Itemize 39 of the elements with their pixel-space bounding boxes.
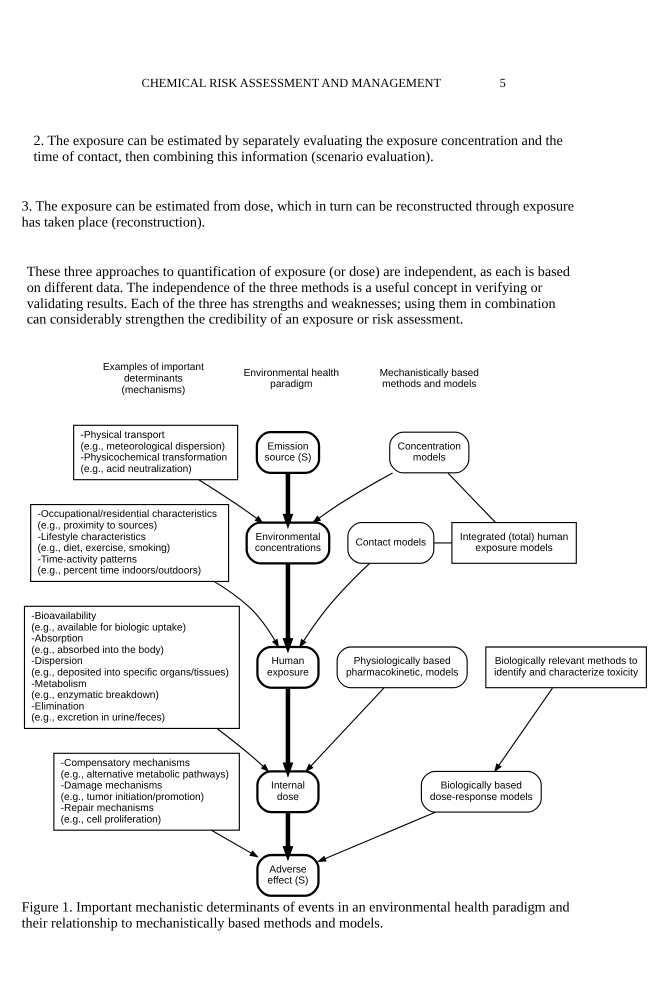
node-box: -Bioavailability (e.g., available for biologic uptake) -Absorption (e.g., absorbed into the body) -Dispersion (e.g., deposited into specific organs/tissues) -Metabolism (e.g., enzymatic breakdown) -Elimination (e.g., excretion in urine/feces) [24, 606, 240, 729]
arrow [298, 562, 370, 648]
node-box: Biologically based dose-response models [420, 770, 542, 813]
arrow [282, 473, 294, 530]
arrow [312, 472, 393, 524]
node-box: Physiologically based pharmacokinetic, models [336, 646, 468, 688]
label: CHEMICAL RISK ASSESSMENT AND MANAGEMENT [142, 76, 442, 90]
node-box: Human exposure [256, 646, 320, 689]
label: Mechanistically based methods and models [380, 368, 479, 390]
arrow [282, 812, 294, 862]
node-box: -Compensatory mechanisms (e.g., alternative metabolic pathways) -Damage mechanisms (e.g., tumor initiation/promotion) -Repair mechanisms (e.g., cell proliferation) [53, 752, 240, 831]
node-box: Environmental concentrations [246, 521, 330, 564]
node-box: -Occupational/residential characteristics (e.g., proximity to sources) -Lifestyle characteristics (e.g., diet, exercise, smoking) -Time-activity patterns (e.g., percent time indoors/outdoors) [30, 504, 230, 582]
label: Environmental health paradigm [244, 368, 340, 390]
label: Examples of important determinants (mechanisms) [102, 362, 204, 396]
node-box: Emission source (S) [256, 431, 320, 474]
label: These three approaches to quantification of exposure (or dose) are independent, as each is based on different data. The independence of the three methods is a useful concept in verifying or validating results. Each of the three has strengths and weaknesses; using them in combination can considerably strengthen the credibility of an exposure or risk assessment. [26, 264, 570, 328]
arrow [282, 564, 294, 654]
caption: Figure 1. Important mechanistic determinants of events in an environmental health paradigm and their relationship to mechanistically based methods and models. [22, 900, 570, 932]
label: 3. The exposure can be estimated from dose, which in turn can be reconstructed through exposure has taken place (reconstruction). [22, 198, 574, 230]
connector [434, 542, 452, 544]
node-box: Internal dose [256, 770, 320, 814]
arrow [214, 581, 280, 648]
arrow [211, 830, 259, 858]
node-box: Concentration models [389, 432, 470, 474]
label: 5 [500, 76, 506, 90]
label: 2. The exposure can be estimated by separately evaluating the exposure concentration and the time of contact, then combining this information (scenario evaluation). [34, 132, 563, 165]
arrow [198, 479, 264, 524]
node-box: Biologically relevant methods to identify and characterize toxicity [485, 646, 647, 688]
arrow [317, 812, 436, 862]
arrow [282, 688, 294, 778]
arrow [494, 688, 553, 772]
arrow [216, 728, 270, 772]
connector [448, 472, 496, 523]
node-box: -Physical transport (e.g., meteorological dispersion) -Physicochemical transformation (e.g., acid neutralization) [73, 424, 238, 480]
arrow [305, 688, 384, 772]
node-box: Integrated (total) human exposure models [451, 522, 577, 564]
node-box: Contact models [347, 522, 434, 564]
node-box: Adverse effect (S) [256, 854, 320, 897]
